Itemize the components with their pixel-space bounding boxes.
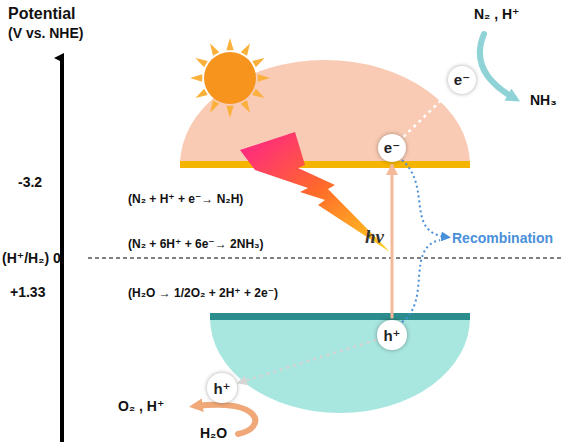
transfer-arrow xyxy=(390,164,393,318)
text-label: H₂O xyxy=(200,425,227,442)
photon-label: hν xyxy=(365,226,384,249)
sun-ray xyxy=(241,43,250,55)
text-label: (N₂ + H⁺ + e⁻→ N₂H) xyxy=(128,192,243,206)
text-label: (H₂O → 1/2O₂ + 2H⁺ + 2e⁻) xyxy=(128,286,278,300)
charge-circle: e⁻ xyxy=(448,66,476,94)
sun-ray xyxy=(252,58,264,67)
valence-band-region xyxy=(210,318,470,413)
reference-dashed-line xyxy=(88,258,563,259)
sun-ray xyxy=(195,89,207,98)
charge-symbol: e⁻ xyxy=(384,140,400,155)
light-bolt xyxy=(240,132,390,252)
reduction-arrow xyxy=(480,34,514,98)
text-label: +1.33 xyxy=(10,284,45,301)
text-label: -3.2 xyxy=(18,174,42,191)
text-label: (H⁺/H₂) 0 xyxy=(2,250,61,267)
sun xyxy=(204,52,256,104)
sun-ray xyxy=(190,74,202,81)
sun-ray xyxy=(210,100,219,112)
charge-circle: h⁺ xyxy=(377,320,406,349)
sun-ray xyxy=(226,106,233,118)
transfer-arrow xyxy=(238,340,376,383)
sun-ray xyxy=(210,43,219,55)
charge-circle: h⁺ xyxy=(207,373,236,402)
sun-rays xyxy=(190,38,270,118)
sun-ray xyxy=(241,100,250,112)
charge-symbol: h⁺ xyxy=(383,328,400,343)
text-label: Potential xyxy=(8,4,76,23)
conduction-band-bar xyxy=(180,161,470,168)
sun-ray xyxy=(258,74,270,81)
text-label: NH₃ xyxy=(530,92,557,109)
text-label: O₂ , H⁺ xyxy=(118,398,164,415)
text-label: (V vs. NHE) xyxy=(8,25,83,42)
text-label: N₂ , H⁺ xyxy=(474,6,520,23)
charge-symbol: h⁺ xyxy=(213,381,230,396)
transfer-arrow xyxy=(404,91,451,137)
sun-ray xyxy=(252,89,264,98)
charge-symbol: e⁻ xyxy=(454,72,470,87)
text-label: Recombination xyxy=(452,230,553,247)
recombination-path xyxy=(402,240,440,322)
sun-ray xyxy=(226,38,233,50)
sun-ray xyxy=(195,58,207,67)
charge-circle: e⁻ xyxy=(378,134,406,162)
recombination-path xyxy=(402,160,446,237)
text-label: (N₂ + 6H⁺ + 6e⁻→ 2NH₃) xyxy=(128,237,264,251)
valence-band-bar xyxy=(210,313,470,320)
